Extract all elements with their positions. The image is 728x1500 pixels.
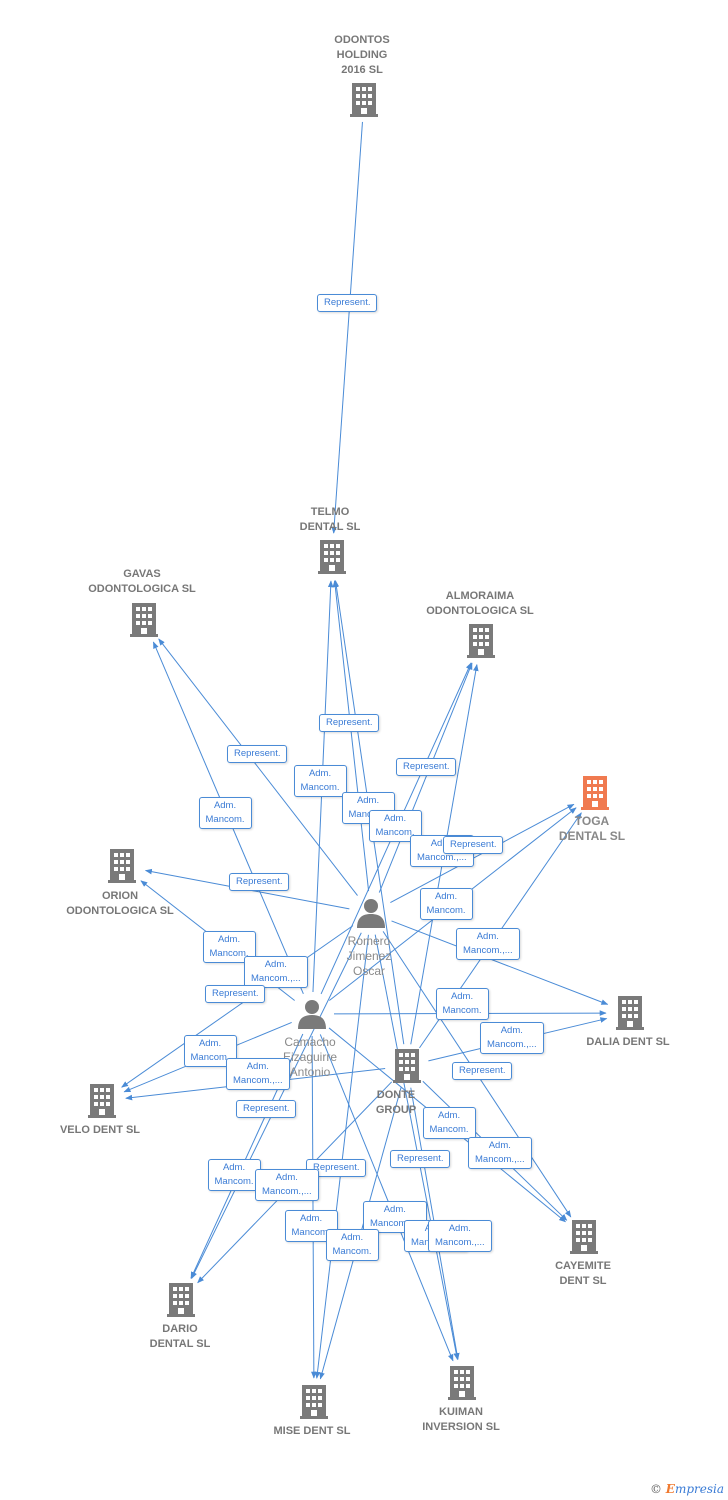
company-label-orion[interactable]: ORION ODONTOLOGICA SL xyxy=(66,890,174,917)
building-icon[interactable] xyxy=(300,1385,328,1419)
building-icon[interactable] xyxy=(616,996,644,1030)
edge-romero-to-dalia xyxy=(391,920,609,1005)
copyright-credit[interactable]: © Empresia xyxy=(650,1482,724,1496)
edge-camacho-to-mise xyxy=(311,1035,317,1379)
edge-role-label: Adm. Mancom.,... xyxy=(255,1169,319,1201)
edge-role-label: Adm. Mancom. xyxy=(419,888,473,920)
edge-role-label: Adm. Mancom.,... xyxy=(456,928,520,960)
building-icon[interactable] xyxy=(581,776,609,810)
building-icon[interactable] xyxy=(570,1220,598,1254)
company-label-donte[interactable]: DONTE GROUP xyxy=(375,1089,417,1116)
company-label-mise[interactable]: MISE DENT SL xyxy=(273,1425,351,1437)
edge-romero-to-almoraima xyxy=(378,662,473,893)
edge-role-label: Adm. Mancom.,... xyxy=(428,1220,492,1252)
edge-role-label: Represent. xyxy=(229,873,290,891)
edge-role-label: Represent. xyxy=(227,745,288,763)
edge-romero-to-kuiman xyxy=(374,934,459,1361)
person-label-camacho[interactable]: Camacho Eizaguirre Antonio xyxy=(282,1035,338,1079)
company-label-dario[interactable]: DARIO DENTAL SL xyxy=(149,1323,211,1350)
building-icon[interactable] xyxy=(318,540,346,574)
edge-role-label: Adm. Mancom. xyxy=(435,988,489,1020)
building-icon[interactable] xyxy=(350,83,378,117)
edge-role-label: Represent. xyxy=(443,836,504,854)
edge-romero-to-gavas xyxy=(158,638,358,896)
edge-role-label: Represent. xyxy=(319,714,380,732)
edge-role-label: Represent. xyxy=(236,1100,297,1118)
edge-romero-to-mise xyxy=(314,934,369,1379)
company-label-odontos[interactable]: ODONTOS HOLDING 2016 SL xyxy=(334,34,390,76)
edge-role-label: Represent. xyxy=(390,1150,451,1168)
company-label-dalia[interactable]: DALIA DENT SL xyxy=(586,1036,670,1048)
edge-role-label: Represent. xyxy=(396,758,457,776)
company-label-almoraima[interactable]: ALMORAIMA ODONTOLOGICA SL xyxy=(426,590,534,617)
edge-role-label: Represent. xyxy=(317,294,378,312)
edge-role-label: Adm. Mancom. xyxy=(422,1107,476,1139)
edge-role-label: Represent. xyxy=(452,1062,513,1080)
company-label-toga[interactable]: TOGA DENTAL SL xyxy=(558,814,626,843)
edge-role-label: Adm. Mancom. xyxy=(325,1229,379,1261)
person-icon[interactable] xyxy=(357,899,385,928)
edge-role-label: Adm. Mancom.,... xyxy=(480,1022,544,1054)
edge-role-label: Adm. Mancom.,... xyxy=(244,956,308,988)
building-icon[interactable] xyxy=(167,1283,195,1317)
building-icon[interactable] xyxy=(88,1084,116,1118)
building-icon[interactable] xyxy=(393,1049,421,1083)
edge-camacho-to-kuiman xyxy=(319,1034,454,1362)
building-icon[interactable] xyxy=(467,624,495,658)
edge-romero-to-velo xyxy=(121,925,354,1088)
edge-role-label: Adm. Mancom. xyxy=(293,765,347,797)
company-label-cayemite[interactable]: CAYEMITE DENT SL xyxy=(555,1260,611,1287)
company-label-velo[interactable]: VELO DENT SL xyxy=(59,1124,141,1136)
building-icon[interactable] xyxy=(130,603,158,637)
building-icon[interactable] xyxy=(108,849,136,883)
company-label-kuiman[interactable]: KUIMAN INVERSION SL xyxy=(422,1406,500,1433)
edge-role-label: Adm. Mancom.,... xyxy=(226,1058,290,1090)
edge-odontos-to-telmo xyxy=(331,121,363,534)
edge-role-label: Represent. xyxy=(306,1159,367,1177)
company-label-telmo[interactable]: TELMO DENTAL SL xyxy=(299,506,361,533)
person-label-romero[interactable]: Romero Jimenez Oscar xyxy=(346,934,392,978)
copyright-symbol: © xyxy=(649,1482,662,1496)
person-icon[interactable] xyxy=(298,1000,326,1029)
brand-logo-text: mpresia xyxy=(674,1482,724,1496)
edge-role-label: Adm. Mancom. xyxy=(207,1159,261,1191)
edge-role-label: Adm. Mancom.,... xyxy=(468,1137,532,1169)
edge-role-label: Represent. xyxy=(205,985,266,1003)
building-icon[interactable] xyxy=(448,1366,476,1400)
company-label-gavas[interactable]: GAVAS ODONTOLOGICA SL xyxy=(88,568,196,595)
brand-logo-initial: E xyxy=(665,1482,675,1496)
edge-romero-to-telmo xyxy=(332,580,370,892)
edge-role-label: Adm. Mancom. xyxy=(198,797,252,829)
